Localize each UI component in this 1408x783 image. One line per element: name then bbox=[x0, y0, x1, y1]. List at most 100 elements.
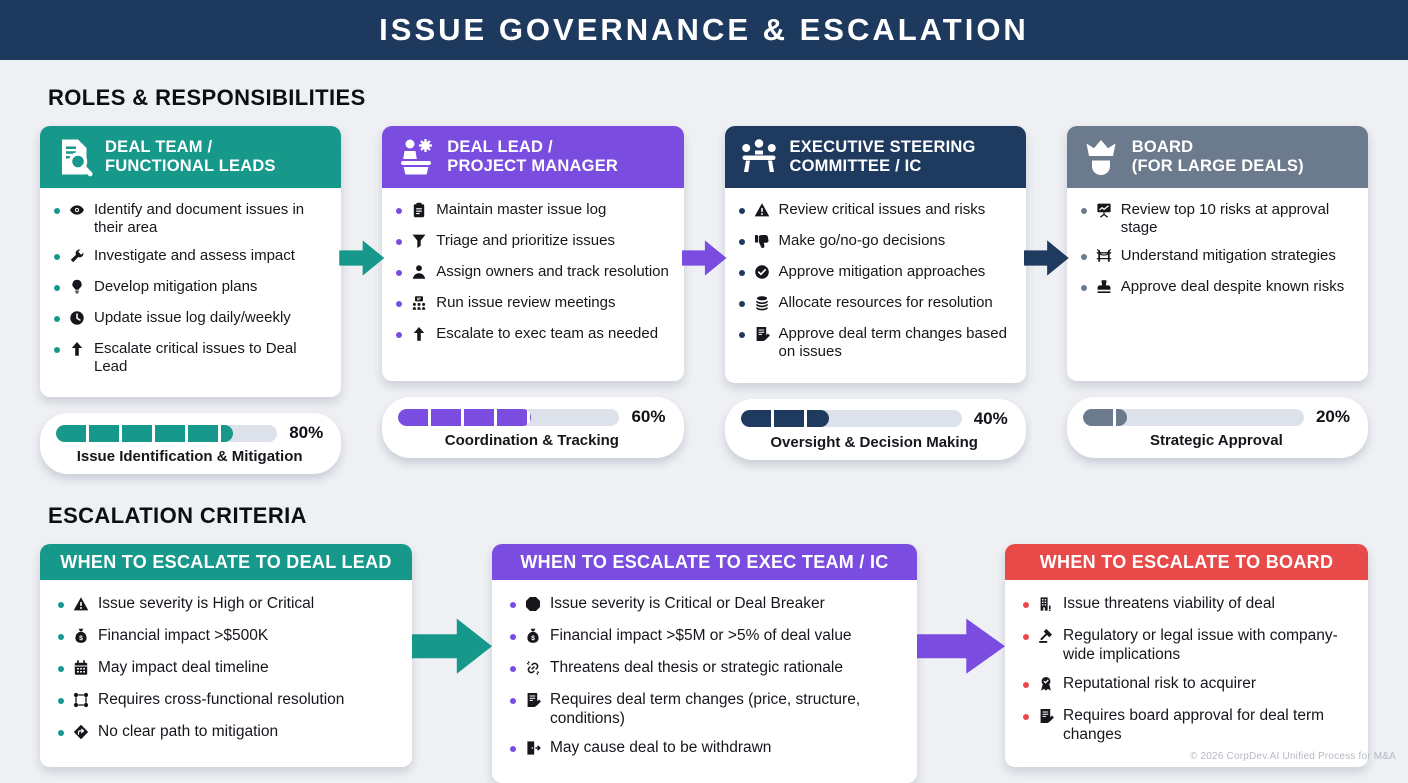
list-item-text: Triage and prioritize issues bbox=[436, 232, 615, 249]
bullet-dot bbox=[396, 301, 403, 307]
list-item-text: Run issue review meetings bbox=[436, 294, 616, 311]
role-card-title-line2: PROJECT MANAGER bbox=[447, 157, 619, 175]
list-item: Identify and document issues in their ar… bbox=[54, 201, 329, 238]
role-card-header: DEAL TEAM / FUNCTIONAL LEADS bbox=[40, 126, 342, 188]
roles-row: DEAL TEAM / FUNCTIONAL LEADS Identify an… bbox=[40, 126, 1368, 475]
list-item-text: Financial impact >$500K bbox=[98, 627, 269, 645]
progress-pill: 60% Coordination & Tracking bbox=[382, 397, 684, 458]
list-item-text: Regulatory or legal issue with company-w… bbox=[1063, 627, 1338, 664]
bullet-dot bbox=[1023, 634, 1029, 641]
list-item: Threatens deal thesis or strategic ratio… bbox=[510, 659, 903, 681]
document-edit-icon bbox=[523, 692, 543, 713]
list-item: Escalate to exec team as needed bbox=[396, 325, 671, 347]
bullet-dot bbox=[1080, 208, 1087, 214]
progress-pill: 80% Issue Identification & Mitigation bbox=[40, 413, 342, 475]
list-item-text: Review critical issues and risks bbox=[778, 201, 986, 218]
progress-label: Issue Identification & Mitigation bbox=[76, 448, 303, 466]
bullet-dot bbox=[510, 746, 516, 752]
list-item: Escalate critical issues to Deal Lead bbox=[54, 340, 329, 377]
bullet-dot bbox=[738, 208, 745, 214]
progress-track bbox=[1082, 408, 1304, 426]
list-item: Issue severity is Critical or Deal Break… bbox=[510, 595, 903, 617]
progress-label: Oversight & Decision Making bbox=[770, 433, 978, 451]
progress-fill bbox=[740, 410, 829, 428]
broken-link-icon bbox=[523, 660, 543, 681]
progress-fill bbox=[1082, 408, 1127, 426]
role-card-title-line2: COMMITTEE / IC bbox=[789, 157, 922, 175]
bullet-dot bbox=[58, 666, 64, 673]
bullet-dot bbox=[1023, 714, 1029, 720]
progress-track bbox=[56, 424, 278, 442]
list-item-text: Approve deal despite known risks bbox=[1120, 277, 1345, 295]
title-banner: ISSUE GOVERNANCE & ESCALATION bbox=[0, 0, 1408, 60]
list-item: Triage and prioritize issues bbox=[396, 232, 671, 254]
escalation-card-deal-lead: WHEN TO ESCALATE TO DEAL LEAD Issue seve… bbox=[40, 544, 412, 768]
list-item: Requires deal term changes (price, struc… bbox=[510, 691, 903, 729]
reputation-badge-icon bbox=[1036, 676, 1056, 697]
warning-icon bbox=[752, 202, 772, 223]
progress-pill: 20% Strategic Approval bbox=[1066, 397, 1368, 458]
list-item-text: Requires deal term changes (price, struc… bbox=[550, 691, 861, 728]
list-item-text: Make go/no-go decisions bbox=[778, 232, 946, 249]
list-item-text: No clear path to mitigation bbox=[98, 723, 279, 741]
meeting-table-icon bbox=[739, 137, 779, 177]
flow-arrow-icon bbox=[1023, 240, 1069, 276]
list-item-text: May impact deal timeline bbox=[98, 659, 269, 677]
list-item-text: Identify and document issues in their ar… bbox=[94, 201, 305, 237]
flow-arrow-icon bbox=[412, 618, 492, 674]
role-card-title-line1: DEAL TEAM / bbox=[105, 137, 213, 156]
bullet-dot bbox=[510, 634, 516, 641]
thumbs-down-icon bbox=[752, 233, 772, 254]
bullet-dot bbox=[1080, 253, 1087, 260]
clipboard-icon bbox=[409, 202, 429, 223]
list-item-text: May cause deal to be withdrawn bbox=[550, 739, 772, 756]
list-item: May impact deal timeline bbox=[58, 659, 398, 681]
list-item: Requires cross-functional resolution bbox=[58, 691, 398, 713]
list-item-text: Issue severity is High or Critical bbox=[98, 595, 315, 613]
clock-icon bbox=[67, 310, 87, 331]
list-item: Issue severity is High or Critical bbox=[58, 595, 398, 617]
list-item-text: Allocate resources for resolution bbox=[778, 294, 993, 311]
list-item-text: Requires cross-functional resolution bbox=[98, 691, 345, 709]
list-item: Review critical issues and risks bbox=[738, 201, 1014, 223]
list-item: Approve deal term changes based on issue… bbox=[738, 325, 1014, 362]
flow-arrow-icon bbox=[339, 240, 385, 276]
bullet-dot bbox=[54, 315, 60, 322]
role-card-title-line2: (FOR LARGE DEALS) bbox=[1131, 157, 1304, 175]
progress-percent: 20% bbox=[1315, 407, 1350, 426]
role-card-title-line1: DEAL LEAD / bbox=[447, 137, 553, 156]
strategy-icon bbox=[1094, 248, 1114, 269]
role-card-header: DEAL LEAD / PROJECT MANAGER bbox=[382, 126, 684, 188]
arrow-up-icon bbox=[409, 326, 429, 347]
list-item-text: Requires board approval for deal term ch… bbox=[1063, 707, 1325, 743]
list-item-text: Review top 10 risks at approval stage bbox=[1120, 201, 1330, 237]
list-item: $Financial impact >$500K bbox=[58, 627, 398, 649]
page-title: ISSUE GOVERNANCE & ESCALATION bbox=[379, 12, 1029, 47]
team-meeting-icon bbox=[409, 295, 429, 316]
escalation-card-exec-team: WHEN TO ESCALATE TO EXEC TEAM / IC Issue… bbox=[492, 544, 917, 783]
role-card-header: BOARD (FOR LARGE DEALS) bbox=[1066, 126, 1368, 188]
list-item: Investigate and assess impact bbox=[54, 247, 329, 269]
progress-percent: 80% bbox=[289, 423, 324, 443]
money-bag-icon: $ bbox=[523, 628, 543, 649]
podium-icon bbox=[396, 137, 436, 177]
svg-text:$: $ bbox=[531, 635, 535, 642]
list-item-text: Issue threatens viability of deal bbox=[1063, 595, 1275, 613]
door-exit-icon bbox=[523, 740, 543, 761]
role-card-deal-team: DEAL TEAM / FUNCTIONAL LEADS Identify an… bbox=[40, 126, 342, 398]
document-edit-icon bbox=[752, 326, 772, 347]
flow-arrow-icon bbox=[681, 240, 727, 276]
list-item: Run issue review meetings bbox=[396, 294, 671, 316]
list-item: Make go/no-go decisions bbox=[738, 232, 1014, 254]
person-icon bbox=[409, 264, 429, 285]
eye-icon bbox=[67, 202, 87, 223]
bullet-dot bbox=[58, 730, 64, 737]
list-item-text: Issue severity is Critical or Deal Break… bbox=[550, 595, 825, 613]
bullet-dot bbox=[54, 346, 60, 353]
bullet-dot bbox=[58, 634, 64, 641]
role-card-title-line1: EXECUTIVE STEERING bbox=[789, 137, 976, 156]
wrench-icon bbox=[67, 248, 87, 269]
list-item-text: Approve deal term changes based on issue… bbox=[778, 325, 1007, 361]
roles-section-heading: ROLES & RESPONSIBILITIES bbox=[48, 85, 366, 110]
bullet-dot bbox=[1023, 602, 1029, 609]
